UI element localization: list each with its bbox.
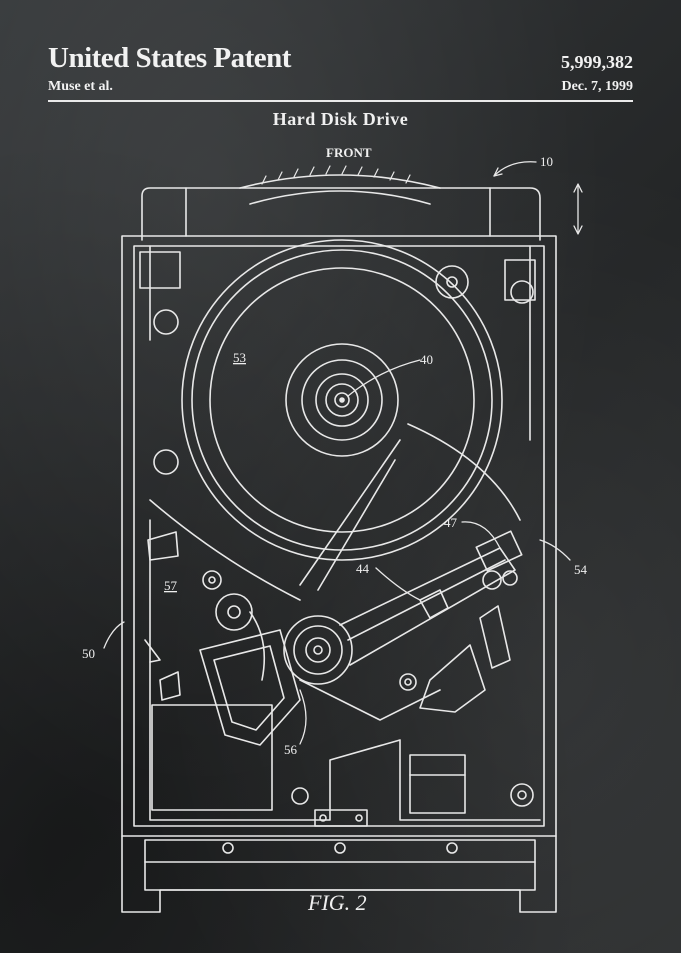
voice-coil-magnet	[199, 593, 301, 746]
patent-inventor: Muse et al.	[48, 79, 113, 94]
lower-chassis	[144, 499, 541, 827]
drawing-title: Hard Disk Drive	[272, 109, 409, 129]
drive-housing	[121, 174, 557, 913]
ref-numeral-57: 57	[164, 578, 178, 593]
patent-number: 5,999,382	[561, 52, 633, 72]
ref-numeral-44: 44	[356, 561, 370, 576]
front-grip-teeth	[261, 165, 411, 185]
figure-label: FIG. 2	[307, 890, 367, 915]
ref-numeral-10: 10	[540, 154, 553, 169]
front-label: FRONT	[326, 145, 372, 160]
ref-numeral-53: 53	[233, 350, 246, 365]
actuator-assembly	[283, 530, 523, 721]
ref-numeral-54: 54	[574, 562, 588, 577]
leader-lines	[103, 161, 583, 745]
mounting-holes	[153, 265, 534, 807]
ref-numeral-47: 47	[444, 515, 458, 530]
ref-numeral-50: 50	[82, 646, 95, 661]
header-divider	[48, 100, 633, 102]
disk-platter	[181, 239, 503, 561]
patent-date: Dec. 7, 1999	[561, 79, 633, 94]
ref-numeral-40: 40	[420, 352, 433, 367]
head-sweep-arc	[299, 423, 521, 591]
patent-header-title: United States Patent	[48, 42, 291, 74]
ref-numeral-56: 56	[284, 742, 298, 757]
